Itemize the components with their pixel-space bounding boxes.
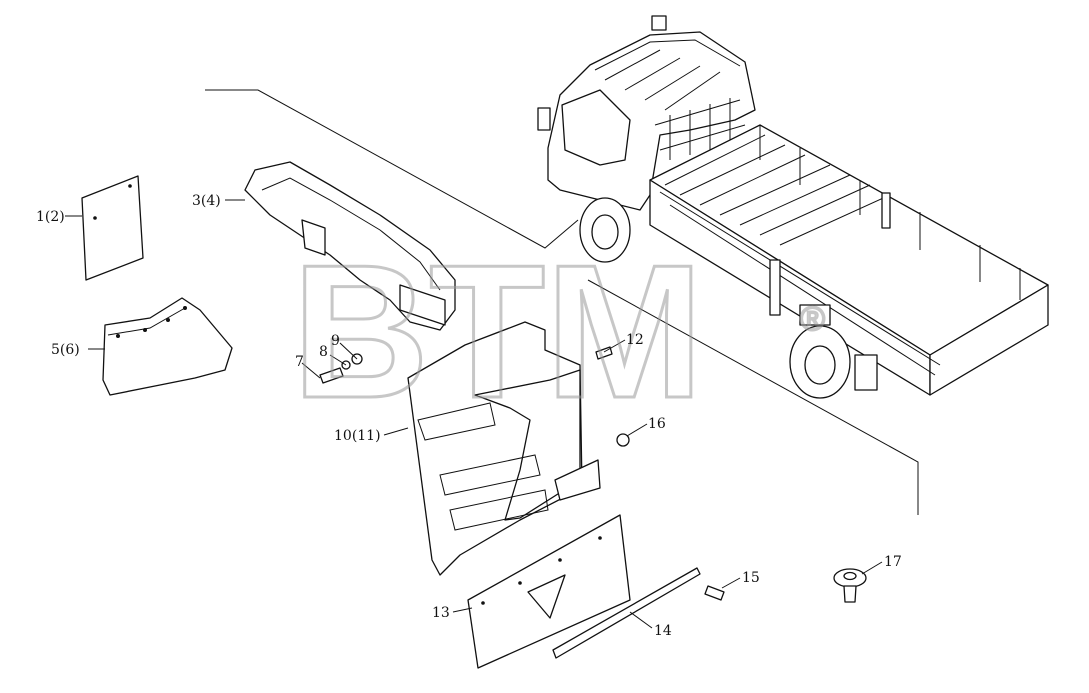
callout-12: 12 [626,332,644,348]
bolt-7 [319,367,344,384]
watermark-text: BTM [292,226,704,438]
part-10-mudguard-bracket [407,321,601,576]
callout-labels: 1(2) 3(4) 5(6) 7 8 9 10(11) 12 13 14 15 … [36,193,902,639]
part-17-clip [833,568,867,603]
callout-8: 8 [319,344,328,360]
callout-10: 10(11) [334,428,381,444]
callout-7: 7 [295,354,304,370]
part-3-bracket [244,161,456,331]
callout-13: 13 [432,605,450,621]
callout-9: 9 [331,333,340,349]
assembly-lines [205,89,919,515]
bolt-15 [704,585,725,601]
callout-5: 5(6) [51,342,80,358]
watermark-registered-mark: ® [800,300,825,338]
truck-illustration [537,15,1049,399]
callout-17: 17 [884,554,902,570]
callout-16: 16 [648,416,666,432]
part-1-flap [81,175,144,281]
part-14-strip [552,567,701,659]
callout-14: 14 [654,623,672,639]
callout-15: 15 [742,570,760,586]
callout-3: 3(4) [192,193,221,209]
nut-16 [616,433,630,447]
leader-lines [65,199,883,629]
part-5-bracket [102,297,233,396]
part-13-mud-flap [467,514,631,669]
callout-1: 1(2) [36,209,65,225]
btm-watermark: BTM ® [291,225,827,440]
